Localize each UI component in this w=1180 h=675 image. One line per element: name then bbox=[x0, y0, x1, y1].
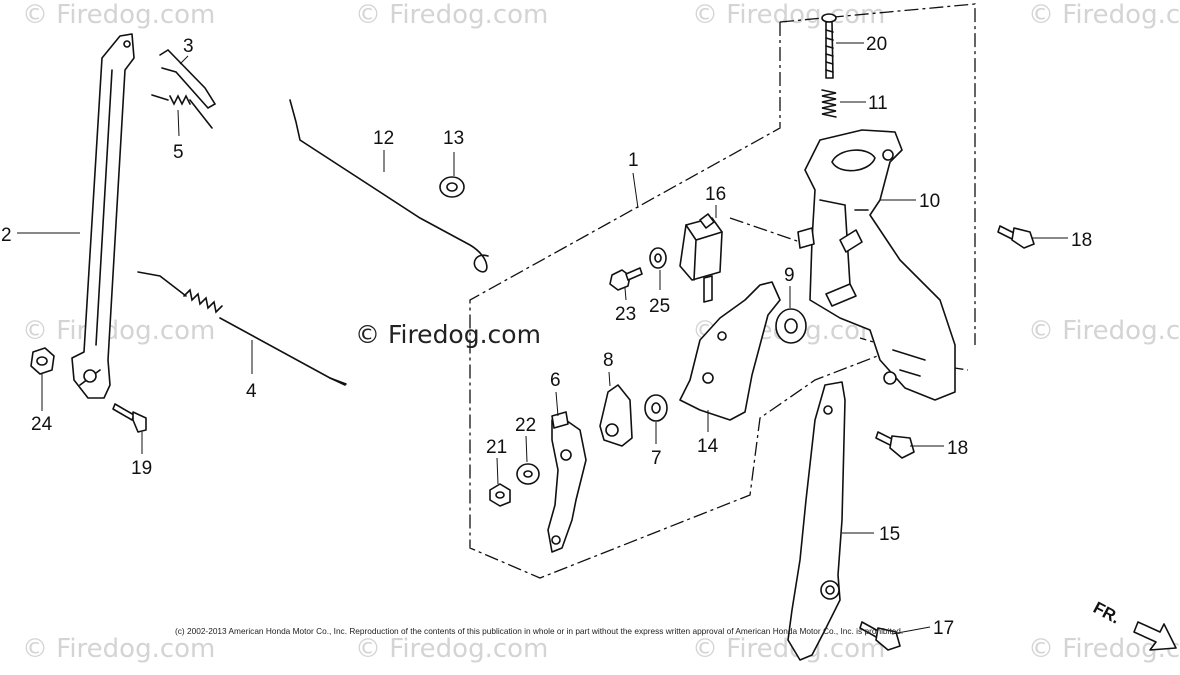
watermark: © Firedog.com bbox=[22, 0, 216, 30]
callout-9: 9 bbox=[784, 265, 795, 286]
callout-21: 21 bbox=[486, 437, 507, 458]
callout-19: 19 bbox=[131, 458, 152, 479]
watermark: © Firedog.com bbox=[355, 634, 549, 664]
part-4-rod-spring bbox=[137, 271, 347, 386]
watermark: © Firedog.co bbox=[1028, 316, 1180, 346]
callout-23: 23 bbox=[615, 304, 636, 325]
callout-25: 25 bbox=[649, 296, 670, 317]
part-20-screw bbox=[821, 13, 837, 79]
center-watermark: © Firedog.com bbox=[355, 320, 541, 349]
part-14-lever-plate bbox=[679, 281, 781, 421]
part-24-nut bbox=[30, 347, 55, 375]
callout-13: 13 bbox=[443, 128, 464, 149]
callout-16: 16 bbox=[705, 184, 726, 205]
copyright-notice: (c) 2002-2013 American Honda Motor Co., … bbox=[175, 626, 904, 636]
part-12-wire bbox=[289, 99, 489, 273]
watermark: © Firedog.com bbox=[355, 0, 549, 30]
part-22-washer bbox=[516, 463, 540, 485]
watermark: © Firedog.com bbox=[22, 316, 216, 346]
part-17-bolt bbox=[859, 621, 901, 651]
callout-8: 8 bbox=[603, 350, 614, 371]
watermark: © Firedog.co bbox=[1028, 0, 1180, 30]
part-8-small-lever bbox=[599, 384, 633, 447]
part-21-nut bbox=[489, 483, 511, 507]
part-3-clip bbox=[159, 48, 217, 110]
part-2-rod bbox=[71, 33, 135, 399]
front-direction-arrow bbox=[1133, 621, 1177, 651]
callout-10: 10 bbox=[919, 191, 940, 212]
part-23-bolt bbox=[609, 267, 643, 291]
part-10-bracket bbox=[797, 129, 956, 401]
callout-3: 3 bbox=[183, 36, 194, 57]
leader-lines bbox=[17, 42, 1068, 635]
callout-5: 5 bbox=[173, 142, 184, 163]
callout-20: 20 bbox=[866, 34, 887, 55]
callout-2: 2 bbox=[1, 225, 12, 246]
part-7-washer bbox=[644, 394, 668, 422]
callout-6: 6 bbox=[550, 370, 561, 391]
callout-24: 24 bbox=[31, 414, 53, 435]
part-19-bolt bbox=[112, 403, 147, 433]
part-25-washer bbox=[649, 247, 667, 269]
part-13-nut bbox=[439, 176, 465, 198]
part-6-lever bbox=[547, 411, 587, 553]
callout-12: 12 bbox=[373, 128, 394, 149]
callout-1: 1 bbox=[628, 150, 639, 171]
callout-11: 11 bbox=[868, 93, 888, 114]
callout-18-upper: 18 bbox=[1071, 230, 1092, 251]
part-18-bolt-upper bbox=[997, 225, 1035, 249]
part-15-plate bbox=[787, 381, 846, 661]
part-18-bolt-lower bbox=[875, 431, 915, 459]
watermark: © Firedog.com bbox=[22, 634, 216, 664]
callout-14: 14 bbox=[697, 436, 719, 457]
part-16-switch bbox=[679, 213, 723, 303]
part-5-spring bbox=[151, 94, 213, 129]
watermark: © Firedog.com bbox=[692, 0, 886, 30]
part-9-bushing bbox=[775, 308, 807, 344]
callout-22: 22 bbox=[515, 415, 536, 436]
callout-15: 15 bbox=[879, 524, 900, 545]
callout-18-lower: 18 bbox=[947, 438, 968, 459]
callout-7: 7 bbox=[651, 448, 662, 469]
callout-4: 4 bbox=[246, 381, 257, 402]
callout-17: 17 bbox=[933, 618, 954, 639]
part-11-spring bbox=[821, 89, 837, 118]
